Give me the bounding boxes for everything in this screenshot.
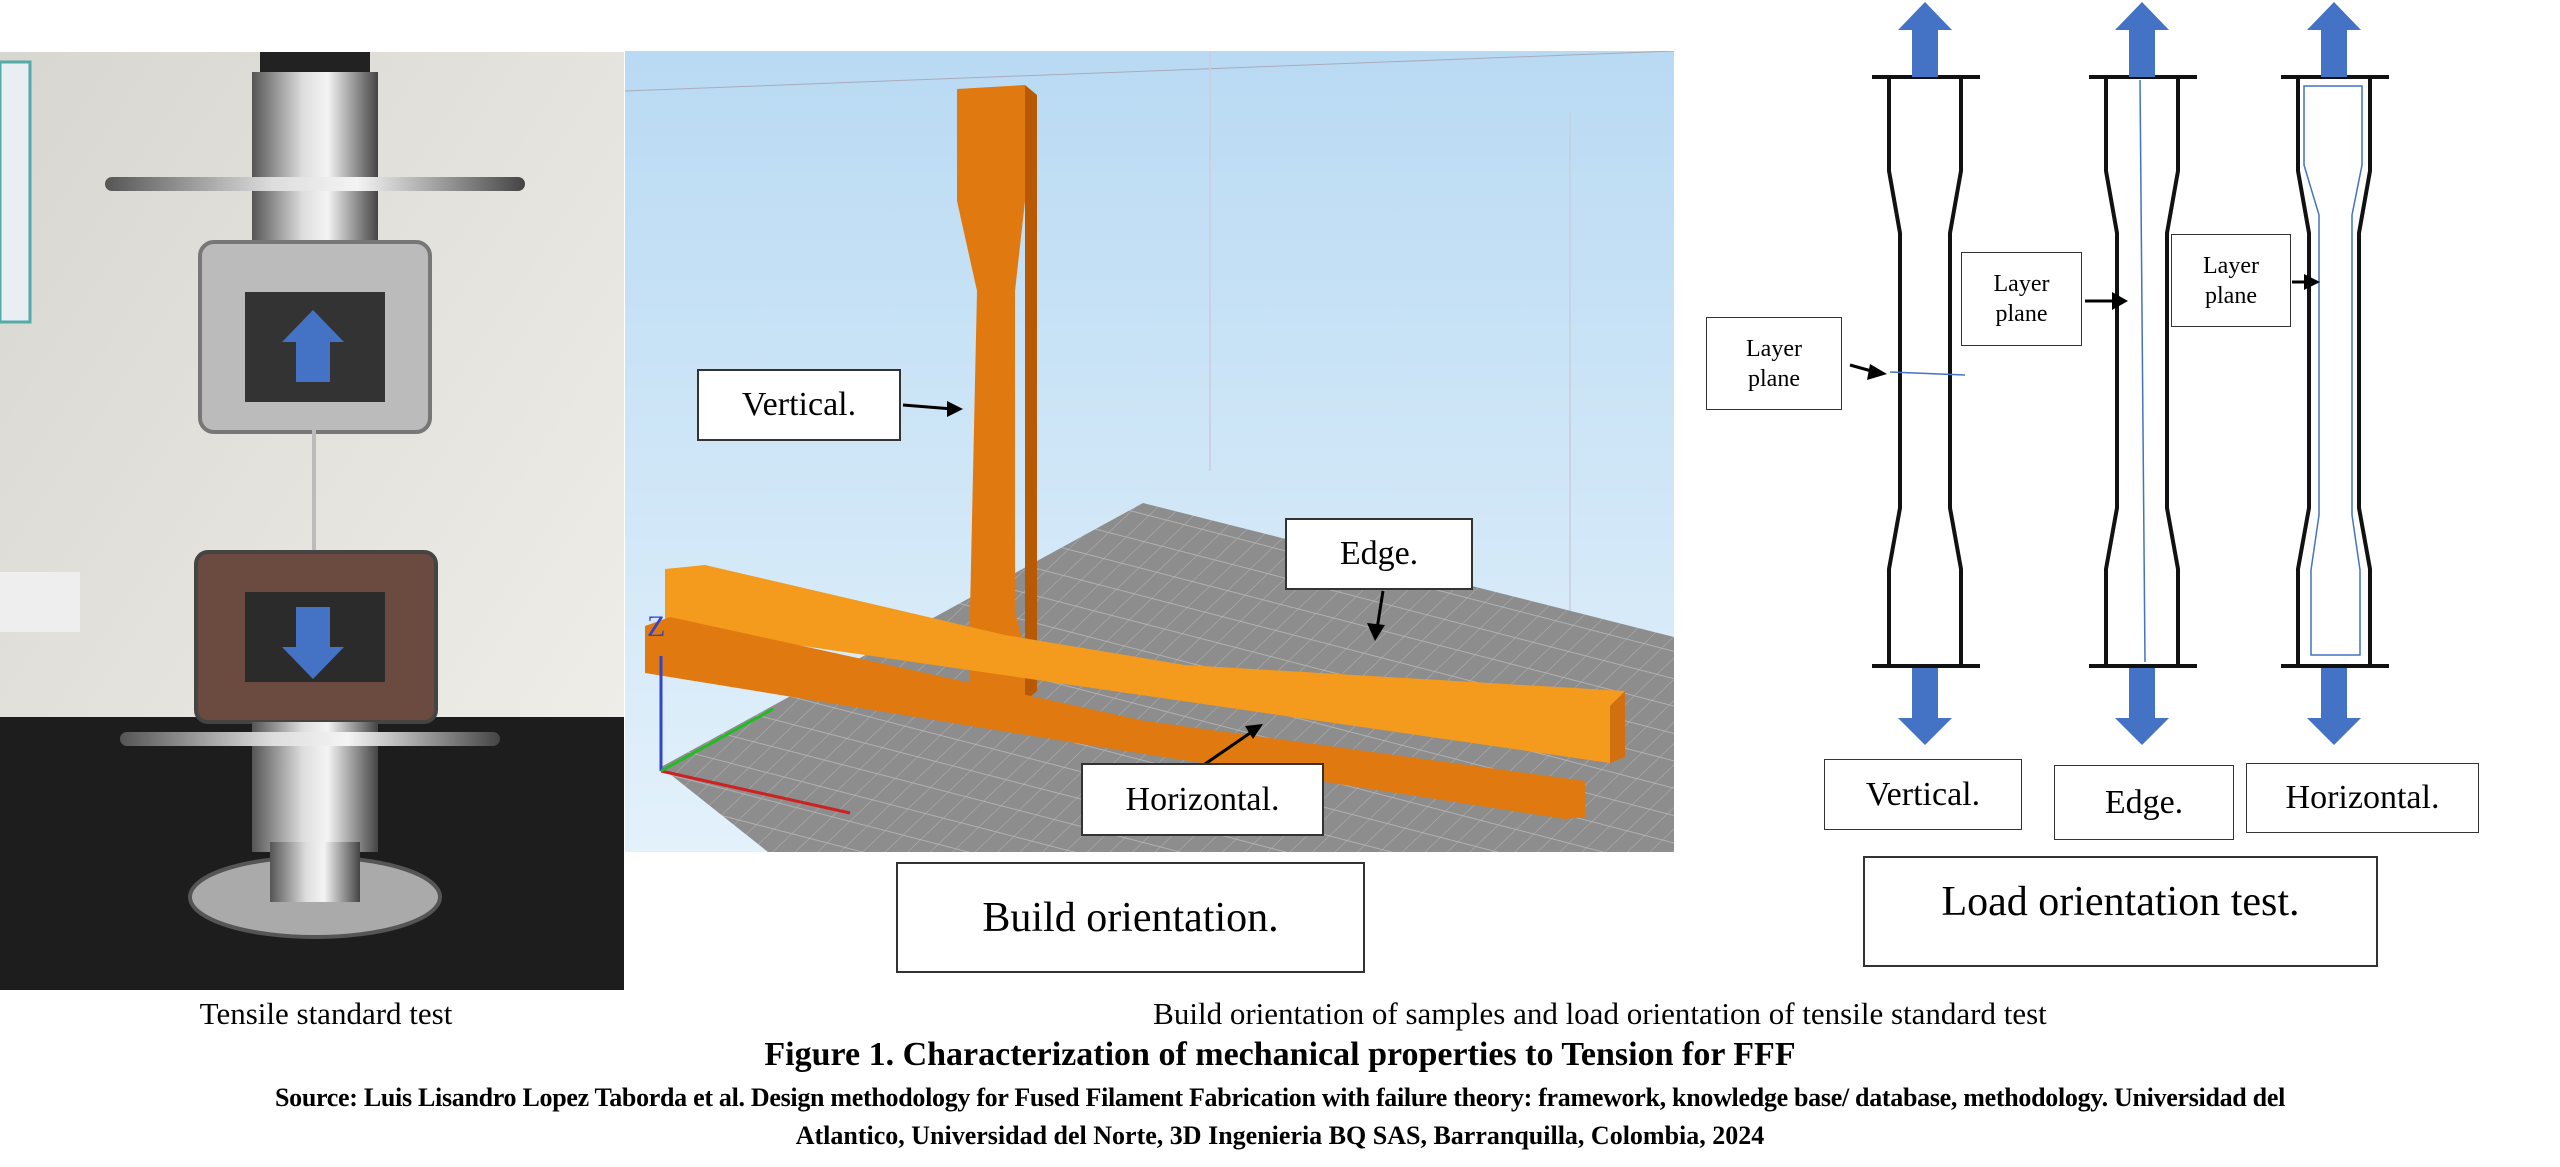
label-vertical: Vertical. xyxy=(697,369,901,441)
up-arrow-icon xyxy=(1898,2,1952,77)
load-label-horizontal: Horizontal. xyxy=(2246,763,2479,833)
down-arrow-icon xyxy=(2115,668,2169,745)
horizontal-specimen xyxy=(645,617,1585,819)
down-arrow-icon xyxy=(1898,668,1952,745)
down-arrow-icon xyxy=(282,607,344,679)
tensile-test-photo xyxy=(0,52,624,990)
axis-gizmo: Z xyxy=(647,610,851,815)
up-arrow-icon xyxy=(2115,2,2169,77)
label-edge: Edge. xyxy=(1285,518,1473,590)
layer-plane-label-edge: Layer plane xyxy=(1961,252,2082,346)
source-line-2: Atlantico, Universidad del Norte, 3D Ing… xyxy=(795,1121,1765,1150)
layer-plane-line-edge xyxy=(2139,79,2146,663)
vertical-specimen xyxy=(957,85,1037,706)
edge-specimen xyxy=(665,565,1625,763)
load-orientation-title: Load orientation test. xyxy=(1863,856,2378,967)
layer-plane-line-vertical xyxy=(1889,371,1966,376)
shared-caption: Build orientation of samples and load or… xyxy=(1153,996,2047,1031)
layer-plane-label-horizontal: Layer plane xyxy=(2171,234,2291,327)
load-orientation-diagram xyxy=(1849,2,2389,745)
specimen-vertical xyxy=(1872,75,1980,668)
z-axis-label: Z xyxy=(647,610,665,643)
load-label-vertical: Vertical. xyxy=(1824,759,2022,830)
source-line-1: Source: Luis Lisandro Lopez Taborda et a… xyxy=(275,1083,2285,1112)
build-orientation-title: Build orientation. xyxy=(896,862,1365,973)
layer-plane-outline-horizontal xyxy=(2303,85,2363,656)
load-label-edge: Edge. xyxy=(2054,765,2234,840)
photo-caption: Tensile standard test xyxy=(199,996,453,1031)
specimen-horizontal xyxy=(2281,75,2389,668)
label-horizontal: Horizontal. xyxy=(1081,763,1324,836)
up-arrow-icon xyxy=(2307,2,2361,77)
figure-title: Figure 1. Characterization of mechanical… xyxy=(764,1036,1796,1073)
layer-plane-label-vertical: Layer plane xyxy=(1706,317,1842,410)
up-arrow-icon xyxy=(282,310,344,382)
down-arrow-icon xyxy=(2307,668,2361,745)
build-orientation-view: Z Vertical. Edge. Horizontal. xyxy=(625,51,1674,852)
